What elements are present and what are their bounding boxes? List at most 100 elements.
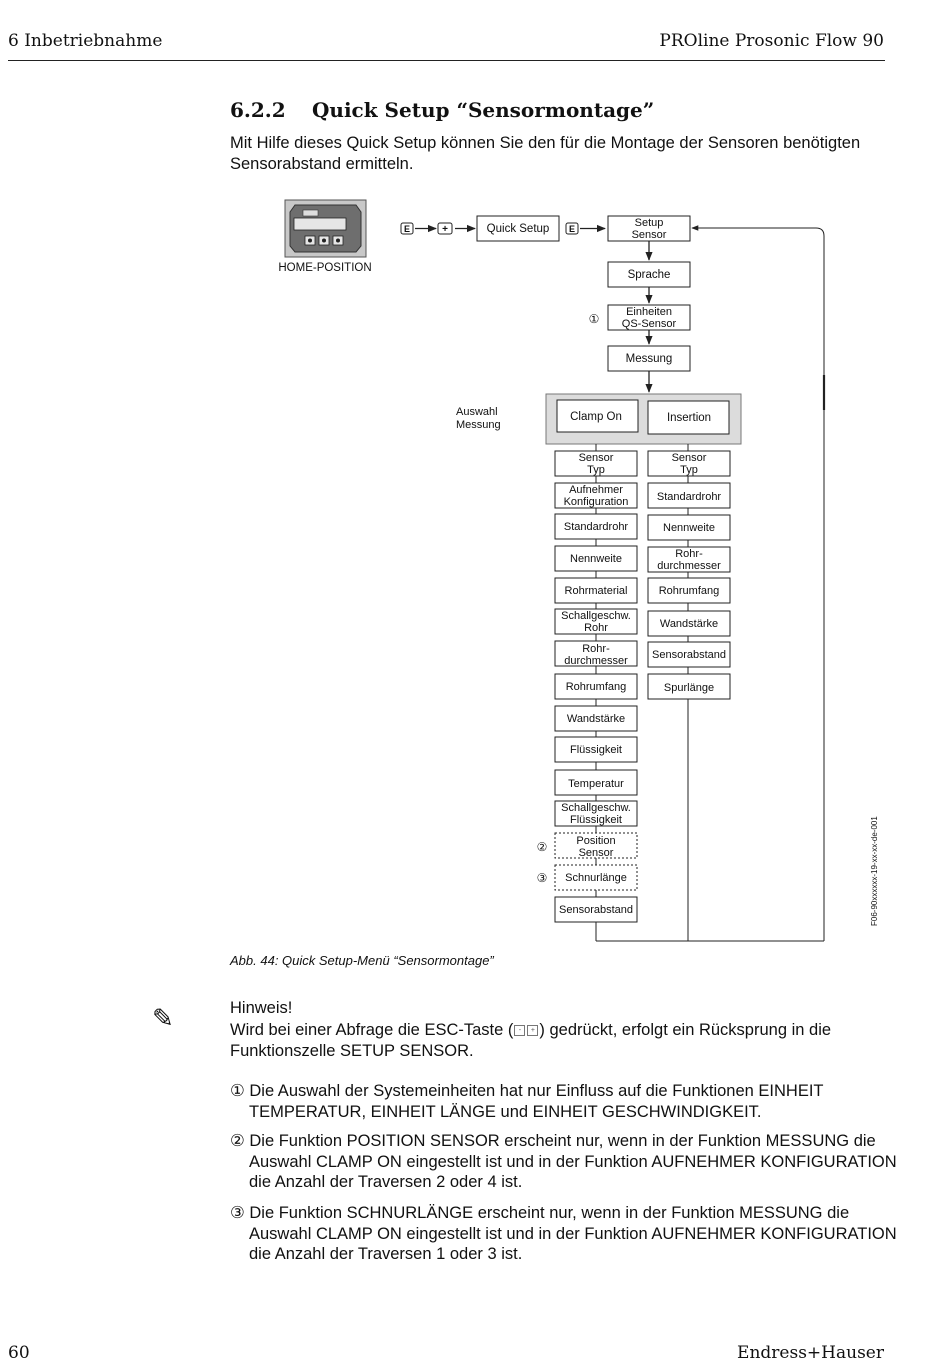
box-left-temperatur: Temperatur: [554, 769, 638, 796]
svg-text:Messung: Messung: [626, 353, 673, 365]
pencil-icon: ✎: [152, 1003, 174, 1033]
svg-text:Rohrumfang: Rohrumfang: [566, 681, 627, 693]
box-left-schallgeschw-rohr: Schallgeschw. Rohr: [554, 608, 638, 635]
figure-id: F06-90xxxxxx-19-xx-xx-de-001: [870, 816, 879, 926]
box-left-schnurlaenge: Schnurlänge: [554, 864, 638, 891]
svg-text:Sensorabstand: Sensorabstand: [652, 649, 726, 661]
svg-text:Insertion: Insertion: [667, 412, 711, 424]
svg-text:QS-Sensor: QS-Sensor: [622, 318, 677, 330]
footnote-2: ② Die Funktion POSITION SENSOR erscheint…: [230, 1132, 897, 1191]
brand-name: Endress+Hauser: [737, 1343, 884, 1363]
box-left-sensorabstand: Sensorabstand: [554, 896, 638, 923]
box-left-sensor-typ: Sensor Typ: [554, 450, 638, 477]
box-left-aufnehmer-konfiguration: Aufnehmer Konfiguration: [554, 482, 638, 509]
svg-text:Schnurlänge: Schnurlänge: [565, 872, 627, 884]
intro-paragraph: Mit Hilfe dieses Quick Setup können Sie …: [230, 134, 861, 173]
svg-text:Typ: Typ: [680, 464, 698, 476]
section-number: 6.2.2: [230, 98, 286, 122]
svg-text:Standardrohr: Standardrohr: [657, 491, 722, 503]
box-right-spurlaenge: Spurlänge: [647, 673, 731, 700]
key-plus-icon: +: [437, 222, 453, 235]
page-number: 60: [8, 1343, 30, 1363]
marker-1: ①: [589, 312, 600, 326]
box-sprache: Sprache: [607, 261, 691, 288]
header-product: PROline Prosonic Flow 90: [659, 31, 884, 51]
svg-text:Konfiguration: Konfiguration: [564, 496, 629, 508]
svg-text:Einheiten: Einheiten: [626, 306, 672, 318]
svg-text:Sensor: Sensor: [579, 847, 614, 859]
svg-text:Rohr: Rohr: [584, 622, 608, 634]
box-left-rohrdurchmesser: Rohr- durchmesser: [554, 640, 638, 667]
box-left-schallgeschw-fluessigkeit: Schallgeschw. Flüssigkeit: [554, 800, 638, 827]
note-title: Hinweis!: [230, 999, 293, 1017]
svg-text:Rohrmaterial: Rohrmaterial: [565, 585, 628, 597]
quick-setup-diagram: HOME-POSITION E + Quick Setup E Setup Se…: [278, 199, 879, 942]
auswahl-label-line2: Messung: [456, 419, 501, 431]
home-position-label: HOME-POSITION: [278, 262, 371, 274]
box-left-standardrohr: Standardrohr: [554, 513, 638, 540]
svg-text:Nennweite: Nennweite: [663, 522, 715, 534]
key-e-icon: E: [565, 222, 579, 235]
box-right-sensor-typ: Sensor Typ: [647, 450, 731, 477]
svg-text:durchmesser: durchmesser: [657, 560, 721, 572]
svg-text:Quick Setup: Quick Setup: [487, 223, 550, 235]
box-insertion: Insertion: [647, 400, 730, 435]
box-right-nennweite: Nennweite: [647, 514, 731, 541]
esc-minus-key-icon: -: [514, 1025, 526, 1037]
svg-text:Temperatur: Temperatur: [568, 778, 624, 790]
svg-text:durchmesser: durchmesser: [564, 655, 628, 667]
svg-text:Flüssigkeit: Flüssigkeit: [570, 814, 622, 826]
box-right-rohrdurchmesser: Rohr- durchmesser: [647, 546, 731, 573]
marker-3: ③: [537, 871, 548, 885]
marker-2: ②: [537, 840, 548, 854]
note-text: Wird bei einer Abfrage die ESC-Taste (-+…: [230, 1021, 832, 1060]
svg-text:Sprache: Sprache: [628, 269, 671, 281]
header-rule: [8, 60, 885, 61]
box-clamp-on: Clamp On: [556, 399, 639, 433]
svg-text:Flüssigkeit: Flüssigkeit: [570, 744, 622, 756]
header-chapter: 6 Inbetriebnahme: [8, 31, 163, 51]
svg-text:Nennweite: Nennweite: [570, 553, 622, 565]
svg-text:Rohr-: Rohr-: [582, 643, 610, 655]
svg-text:Sensorabstand: Sensorabstand: [559, 904, 633, 916]
box-left-fluessigkeit: Flüssigkeit: [554, 736, 638, 763]
box-right-sensorabstand: Sensorabstand: [647, 641, 731, 668]
device-display-icon: [284, 199, 367, 258]
box-left-rohrumfang: Rohrumfang: [554, 673, 638, 700]
svg-text:Sensor: Sensor: [672, 452, 707, 464]
svg-text:Schallgeschw.: Schallgeschw.: [561, 802, 631, 814]
footnote-3: ③ Die Funktion SCHNURLÄNGE erscheint nur…: [230, 1204, 897, 1263]
figure-caption: Abb. 44: Quick Setup-Menü “Sensormontage…: [230, 953, 494, 968]
svg-text:Sensor: Sensor: [632, 229, 667, 241]
esc-plus-key-icon: +: [527, 1025, 539, 1037]
auswahl-label-line1: Auswahl: [456, 406, 498, 418]
box-quick-setup: Quick Setup: [476, 215, 560, 242]
svg-text:Clamp On: Clamp On: [570, 411, 622, 423]
svg-text:Rohrumfang: Rohrumfang: [659, 585, 720, 597]
section-title: Quick Setup “Sensormontage”: [312, 98, 655, 122]
box-einheiten: Einheiten QS-Sensor: [607, 304, 691, 331]
box-setup-sensor: Setup Sensor: [607, 215, 691, 242]
svg-text:Aufnehmer: Aufnehmer: [569, 484, 623, 496]
svg-text:Schallgeschw.: Schallgeschw.: [561, 610, 631, 622]
box-right-rohrumfang: Rohrumfang: [647, 577, 731, 604]
box-left-position-sensor: Position Sensor: [554, 832, 638, 859]
box-left-wandstaerke: Wandstärke: [554, 705, 638, 732]
svg-text:Wandstärke: Wandstärke: [660, 618, 718, 630]
svg-text:Wandstärke: Wandstärke: [567, 713, 625, 725]
svg-text:Setup: Setup: [635, 217, 664, 229]
box-left-nennweite: Nennweite: [554, 545, 638, 572]
footnote-1: ① Die Auswahl der Systemeinheiten hat nu…: [230, 1082, 824, 1121]
box-messung: Messung: [607, 345, 691, 372]
svg-text:Spurlänge: Spurlänge: [664, 682, 714, 694]
box-right-standardrohr: Standardrohr: [647, 482, 731, 509]
svg-text:Sensor: Sensor: [579, 452, 614, 464]
box-left-rohrmaterial: Rohrmaterial: [554, 577, 638, 604]
svg-text:E: E: [569, 224, 575, 234]
svg-text:Typ: Typ: [587, 464, 605, 476]
svg-text:Position: Position: [576, 835, 615, 847]
box-right-wandstaerke: Wandstärke: [647, 610, 731, 637]
key-e-icon: E: [400, 222, 414, 235]
svg-text:Rohr-: Rohr-: [675, 548, 703, 560]
svg-text:Standardrohr: Standardrohr: [564, 521, 629, 533]
